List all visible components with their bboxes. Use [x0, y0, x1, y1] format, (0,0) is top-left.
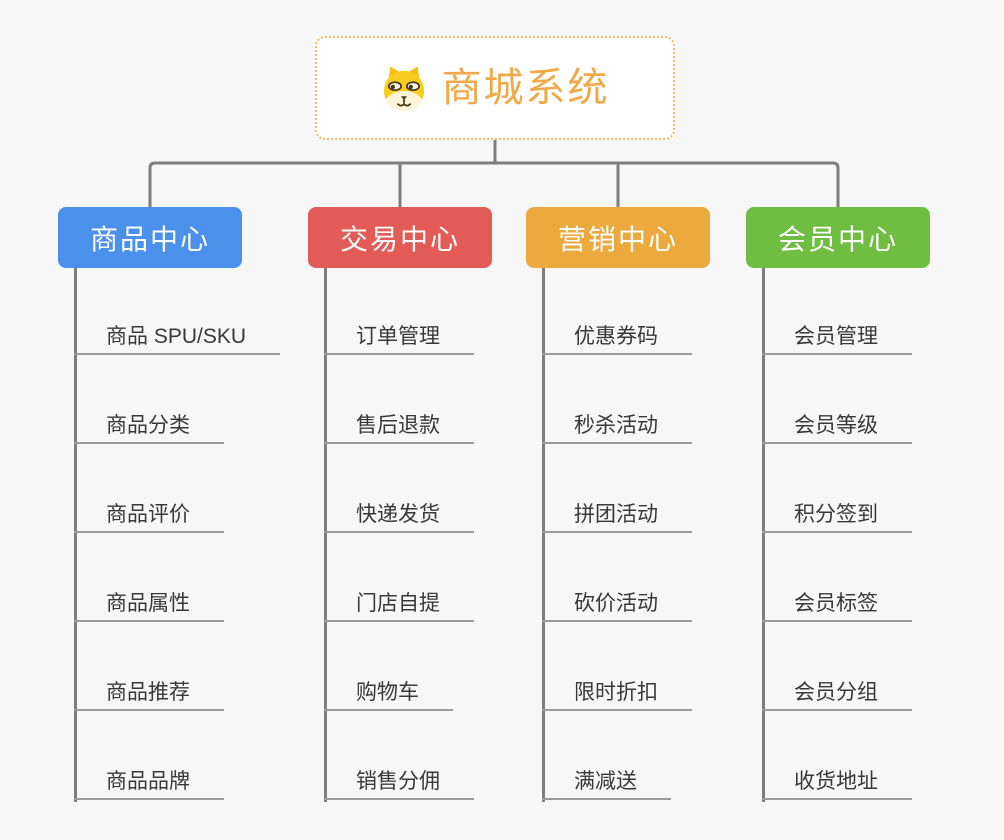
branch-spine-marketing-center [542, 268, 545, 802]
child-node-product-center-4[interactable]: 商品推荐 [74, 622, 224, 711]
child-node-trade-center-2[interactable]: 快递发货 [324, 444, 474, 533]
child-node-marketing-center-4[interactable]: 限时折扣 [542, 622, 692, 711]
branch-children-member-center: 会员管理会员等级积分签到会员标签会员分组收货地址 [762, 268, 912, 800]
child-node-marketing-center-1[interactable]: 秒杀活动 [542, 355, 692, 444]
child-node-marketing-center-0[interactable]: 优惠券码 [542, 268, 692, 355]
child-node-product-center-2[interactable]: 商品评价 [74, 444, 224, 533]
root-title: 商城系统 [441, 66, 610, 110]
child-node-member-center-5[interactable]: 收货地址 [762, 711, 912, 800]
child-node-member-center-2[interactable]: 积分签到 [762, 444, 912, 533]
child-node-member-center-0[interactable]: 会员管理 [762, 268, 912, 355]
child-node-product-center-0[interactable]: 商品 SPU/SKU [74, 268, 281, 355]
child-node-marketing-center-5[interactable]: 满减送 [542, 711, 671, 800]
child-node-member-center-3[interactable]: 会员标签 [762, 533, 912, 622]
branch-node-product-center[interactable]: 商品中心 [58, 207, 242, 268]
child-node-product-center-1[interactable]: 商品分类 [74, 355, 224, 444]
child-node-marketing-center-2[interactable]: 拼团活动 [542, 444, 692, 533]
root-node-mall-system[interactable]: 商城系统 [315, 36, 675, 140]
branch-children-trade-center: 订单管理售后退款快递发货门店自提购物车销售分佣 [324, 268, 474, 800]
branch-spine-trade-center [324, 268, 327, 802]
branch-children-marketing-center: 优惠券码秒杀活动拼团活动砍价活动限时折扣满减送 [542, 268, 692, 800]
branch-node-trade-center[interactable]: 交易中心 [308, 207, 492, 268]
child-node-trade-center-5[interactable]: 销售分佣 [324, 711, 474, 800]
child-node-trade-center-0[interactable]: 订单管理 [324, 268, 474, 355]
branch-spine-product-center [74, 268, 77, 802]
branch-node-marketing-center[interactable]: 营销中心 [526, 207, 710, 268]
child-node-trade-center-1[interactable]: 售后退款 [324, 355, 474, 444]
child-node-product-center-3[interactable]: 商品属性 [74, 533, 224, 622]
child-node-trade-center-4[interactable]: 购物车 [324, 622, 453, 711]
branch-spine-member-center [762, 268, 765, 802]
child-node-trade-center-3[interactable]: 门店自提 [324, 533, 474, 622]
child-node-member-center-1[interactable]: 会员等级 [762, 355, 912, 444]
child-node-member-center-4[interactable]: 会员分组 [762, 622, 912, 711]
child-node-product-center-5[interactable]: 商品品牌 [74, 711, 224, 800]
shiba-dog-icon [381, 63, 427, 113]
child-node-marketing-center-3[interactable]: 砍价活动 [542, 533, 692, 622]
branch-node-member-center[interactable]: 会员中心 [746, 207, 930, 268]
